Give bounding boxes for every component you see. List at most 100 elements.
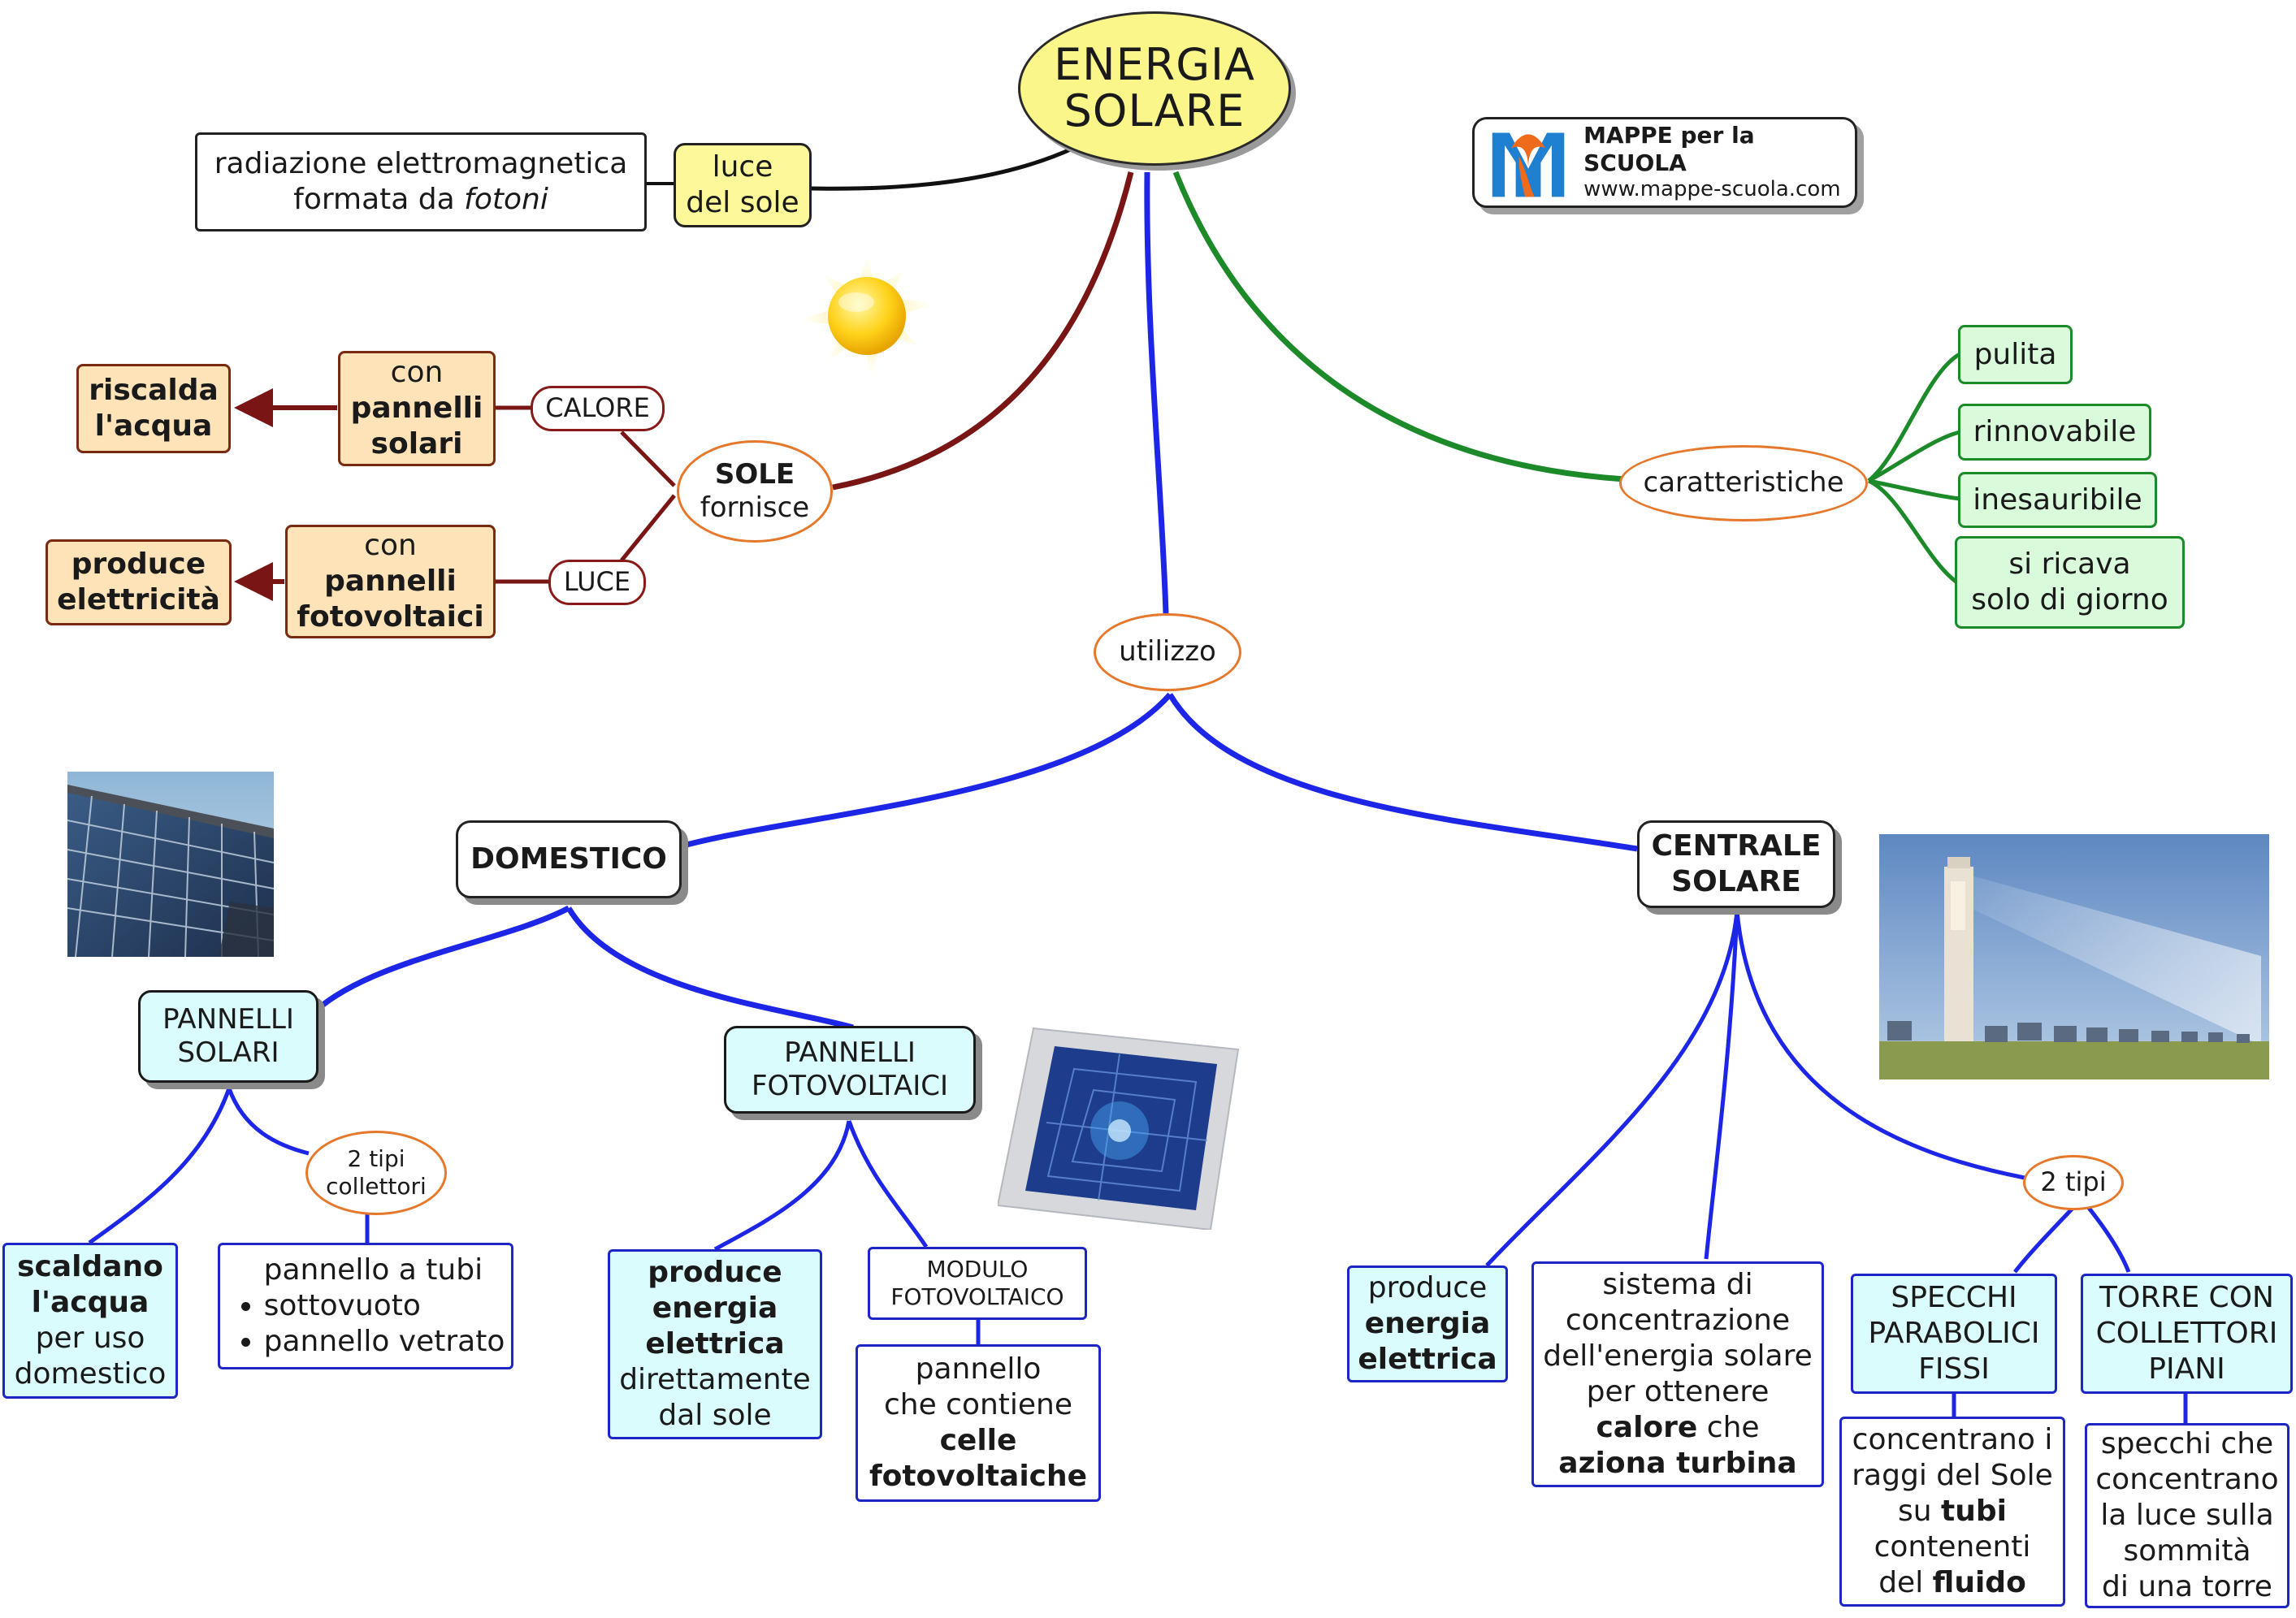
- title-line1: ENERGIA: [1054, 39, 1255, 91]
- specchi-desc-line3: su tubi: [1898, 1495, 2007, 1529]
- specchi-line3: FISSI: [1918, 1352, 1990, 1386]
- rinnovabile-text: rinnovabile: [1973, 415, 2137, 449]
- luce-box-line3: fotovoltaici: [297, 599, 484, 634]
- pannello-celle-box[interactable]: pannello che contiene celle fotovoltaich…: [856, 1344, 1101, 1502]
- specchi-desc-line4: contenenti: [1874, 1529, 2031, 1564]
- torre-line1: TORRE CON: [2099, 1281, 2274, 1315]
- sistema-line1: sistema di: [1602, 1268, 1753, 1302]
- link-title-caratteristiche: [1172, 171, 1626, 482]
- tipi-collettori-line2: collettori: [326, 1173, 427, 1200]
- centrale-line1: CENTRALE: [1651, 829, 1822, 863]
- riscalda-acqua-box[interactable]: riscalda l'acqua: [76, 364, 231, 453]
- centrale-produce-line3: elettrica: [1358, 1342, 1497, 1376]
- pulita-text: pulita: [1973, 337, 2057, 371]
- pannello-line4: fotovoltaiche: [869, 1459, 1088, 1493]
- luce-definition-line2: formata da fotoni: [293, 183, 548, 216]
- specchi-line2: PARABOLICI: [1868, 1317, 2040, 1351]
- collettori-list-box[interactable]: pannello a tubi sottovuoto pannello vetr…: [218, 1243, 513, 1369]
- inesauribile-text: inesauribile: [1973, 482, 2142, 517]
- giorno-line2: solo di giorno: [1971, 583, 2168, 616]
- sistema-line2: concentrazione: [1565, 1304, 1791, 1338]
- link-sole-calore: [620, 430, 676, 487]
- produce-line1: produce: [71, 547, 206, 582]
- collettore-tubi: pannello a tubi sottovuoto: [264, 1252, 505, 1324]
- centrale-tipi-node[interactable]: 2 tipi: [2023, 1155, 2124, 1210]
- utilizzo-text: utilizzo: [1119, 635, 1216, 668]
- pannelli-fotovoltaici-node[interactable]: PANNELLI FOTOVOLTAICI: [724, 1026, 976, 1114]
- riscalda-line1: riscalda: [89, 374, 219, 408]
- centrale-produce-box[interactable]: produce energia elettrica: [1347, 1265, 1508, 1382]
- calore-box-line1: con: [390, 356, 444, 390]
- scaldano-line3: per uso: [35, 1322, 145, 1355]
- specchi-parabolici-box[interactable]: SPECCHI PARABOLICI FISSI: [1851, 1274, 2057, 1394]
- link-tipi-torre: [2080, 1197, 2131, 1273]
- title-node[interactable]: ENERGIA SOLARE: [1018, 11, 1291, 166]
- link-centrale-tipi: [1735, 911, 2025, 1180]
- torre-line3: PIANI: [2148, 1352, 2225, 1386]
- torre-desc-line3: la luce sulla: [2100, 1499, 2274, 1533]
- pannelli-solari-node[interactable]: PANNELLI SOLARI: [138, 990, 318, 1083]
- specchi-desc-box[interactable]: concentrano i raggi del Sole su tubi con…: [1839, 1417, 2065, 1607]
- produce-elettricita-box[interactable]: produce elettricità: [45, 539, 232, 625]
- sistema-line5: calore che: [1596, 1410, 1760, 1444]
- link-domestico-fotovoltaici: [565, 906, 854, 1031]
- fotovoltaici-line1: PANNELLI: [784, 1036, 916, 1069]
- scaldano-line2: l'acqua: [31, 1286, 149, 1320]
- caratteristiche-node[interactable]: caratteristiche: [1619, 445, 1868, 521]
- calore-text: CALORE: [545, 392, 650, 424]
- torre-desc-line4: sommità: [2123, 1534, 2251, 1568]
- luce-definition-line1: radiazione elettromagnetica: [214, 147, 628, 181]
- luce-definition[interactable]: radiazione elettromagnetica formata da f…: [195, 132, 647, 231]
- solar-tower-photo: [1879, 834, 2269, 1079]
- produce-energia-line2: energia: [652, 1291, 778, 1326]
- link-centrale-produce: [1485, 911, 1739, 1267]
- pannello-line2: che contiene: [883, 1388, 1073, 1422]
- pv-cell-photo: [998, 1027, 1240, 1230]
- torre-desc-box[interactable]: specchi che concentrano la luce sulla so…: [2085, 1423, 2290, 1608]
- sole-bold: SOLE: [714, 457, 795, 491]
- centrale-produce-line2: energia: [1364, 1307, 1491, 1341]
- torre-collettori-box[interactable]: TORRE CON COLLETTORI PIANI: [2081, 1274, 2293, 1394]
- links-caratteristiche-items: [1867, 352, 1961, 586]
- fotoni-text: fotoni: [464, 183, 548, 216]
- sole-node[interactable]: SOLE fornisce: [677, 440, 833, 543]
- link-utilizzo-centrale: [1167, 693, 1638, 852]
- calore-label[interactable]: CALORE: [531, 386, 665, 431]
- collettori-list: pannello a tubi sottovuoto pannello vetr…: [227, 1252, 505, 1360]
- logo[interactable]: MAPPE per la SCUOLA www.mappe-scuola.com: [1472, 117, 1857, 208]
- link-fotovoltaici-produce: [713, 1120, 851, 1252]
- luce-line2: del sole: [686, 186, 799, 219]
- calore-box-line3: solari: [370, 426, 463, 461]
- domestico-text: DOMESTICO: [470, 842, 667, 876]
- modulo-line1: MODULO: [926, 1255, 1029, 1283]
- modulo-line2: FOTOVOLTAICO: [890, 1283, 1064, 1310]
- luce-node[interactable]: luce del sole: [674, 143, 812, 227]
- logo-url[interactable]: www.mappe-scuola.com: [1583, 177, 1841, 202]
- specchi-desc-line5: del fluido: [1878, 1565, 2026, 1599]
- modulo-fotovoltaico-box[interactable]: MODULO FOTOVOLTAICO: [868, 1247, 1087, 1320]
- domestico-node[interactable]: DOMESTICO: [456, 820, 682, 898]
- pannello-line1: pannello: [915, 1352, 1042, 1387]
- tipi-collettori-node[interactable]: 2 tipi collettori: [305, 1131, 447, 1215]
- specchi-line1: SPECCHI: [1891, 1281, 2017, 1315]
- pannelli-solari-box[interactable]: con pannelli solari: [338, 351, 496, 466]
- tipi-collettori-line1: 2 tipi: [347, 1144, 405, 1172]
- sistema-line3: dell'energia solare: [1543, 1339, 1813, 1374]
- caratteristica-giorno[interactable]: si ricava solo di giorno: [1955, 536, 2185, 629]
- produce-energia-box[interactable]: produce energia elettrica direttamente d…: [608, 1249, 822, 1439]
- fotovoltaici-line2: FOTOVOLTAICI: [751, 1070, 949, 1102]
- title-line2: SOLARE: [1064, 85, 1245, 136]
- sistema-concentrazione-box[interactable]: sistema di concentrazione dell'energia s…: [1531, 1261, 1824, 1487]
- caratteristica-inesauribile[interactable]: inesauribile: [1958, 472, 2157, 528]
- luce-line1: luce: [712, 150, 773, 184]
- centrale-solare-node[interactable]: CENTRALE SOLARE: [1637, 820, 1835, 908]
- utilizzo-node[interactable]: utilizzo: [1094, 613, 1241, 691]
- luce-label[interactable]: LUCE: [548, 560, 646, 605]
- solar-roof-photo: [67, 772, 274, 957]
- caratteristica-rinnovabile[interactable]: rinnovabile: [1958, 404, 2151, 461]
- link-domestico-pannellisolari: [313, 905, 570, 1014]
- luce-box-line2: pannelli: [324, 565, 457, 599]
- pannelli-fotovoltaici-box[interactable]: con pannelli fotovoltaici: [285, 525, 496, 638]
- scaldano-acqua-box[interactable]: scaldano l'acqua per uso domestico: [2, 1243, 178, 1399]
- caratteristica-pulita[interactable]: pulita: [1958, 325, 2073, 384]
